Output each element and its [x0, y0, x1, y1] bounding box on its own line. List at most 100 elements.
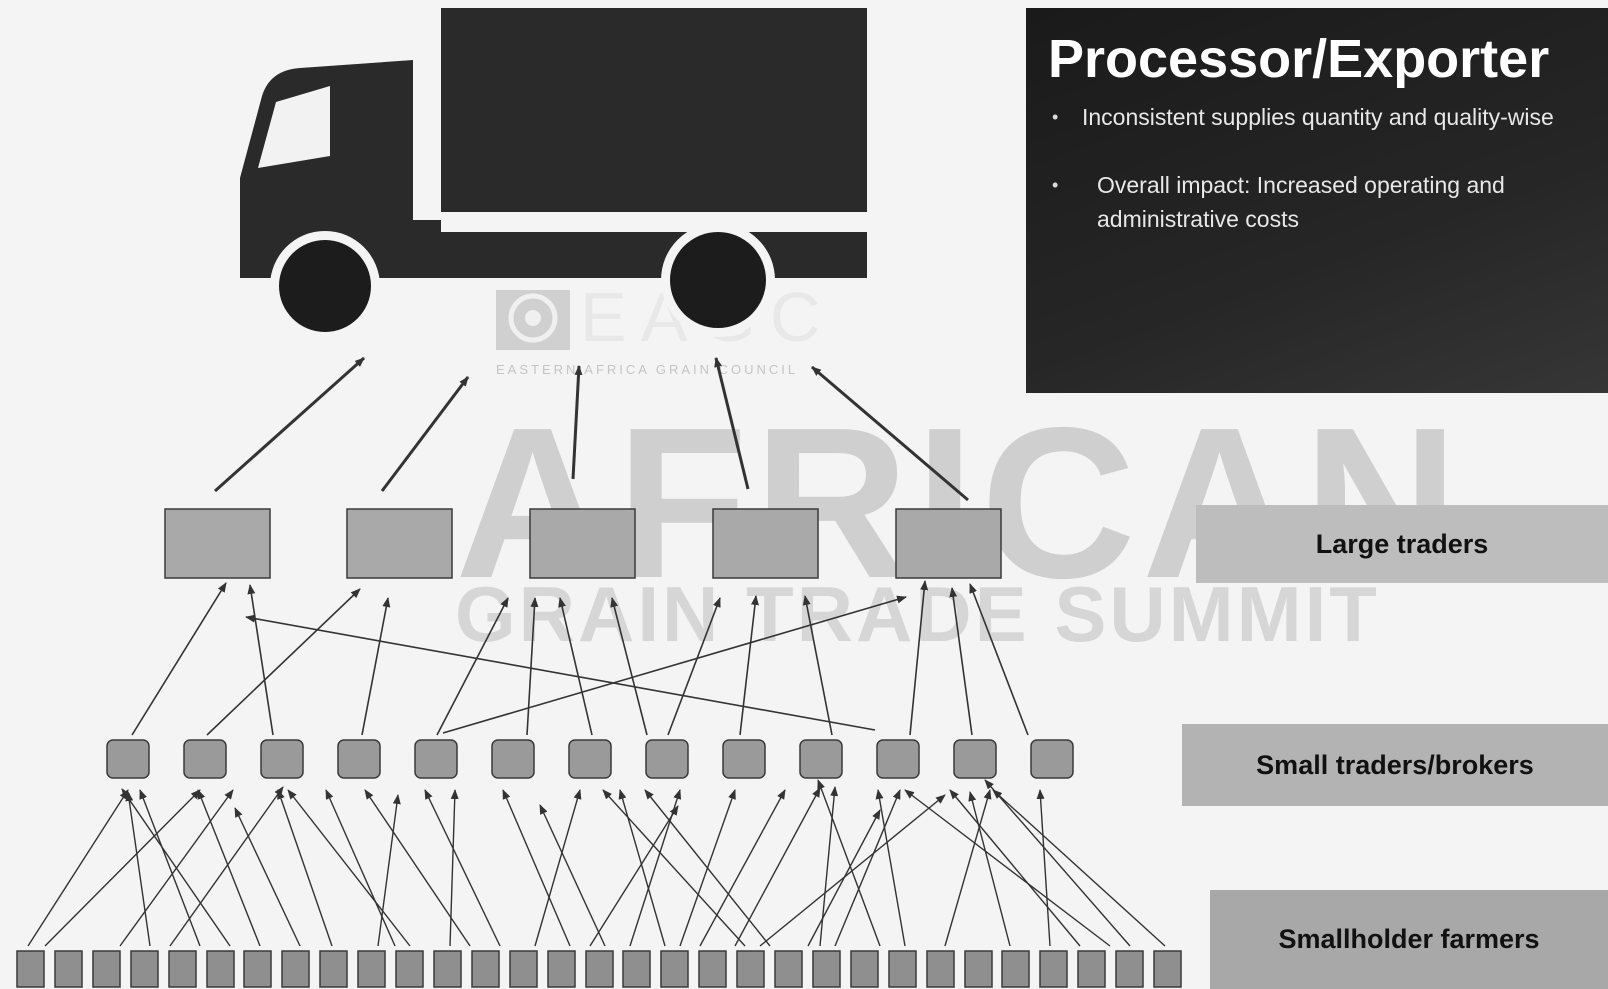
flow-arrow [875, 789, 906, 947]
flow-arrow [121, 788, 231, 947]
flow-arrow [449, 789, 459, 947]
farmer-box [54, 950, 83, 988]
flow-arrow [817, 779, 881, 947]
flow-arrow [909, 580, 929, 736]
tier-label-small-traders: Small traders/brokers [1182, 724, 1608, 806]
flow-arrow [802, 595, 833, 736]
processor-exporter-panel: Processor/Exporter Inconsistent supplies… [1026, 8, 1608, 393]
farmer-box [585, 950, 614, 988]
flow-arrow [502, 789, 571, 947]
farmer-box [1001, 950, 1030, 988]
flow-arrow [571, 365, 583, 480]
watermark-summit: GRAIN TRADE SUMMIT [455, 570, 1380, 658]
farmer-box [357, 950, 386, 988]
flow-arrow [277, 789, 333, 947]
farmer-box [16, 950, 45, 988]
farmer-box [850, 950, 879, 988]
flow-arrow [904, 789, 1111, 947]
flow-arrow [214, 356, 365, 493]
farmer-box [1077, 950, 1106, 988]
farmer-box [888, 950, 917, 988]
flow-arrow [949, 587, 973, 736]
small-trader-box [1030, 739, 1074, 779]
flow-arrow [834, 789, 901, 947]
farmer-box [964, 950, 993, 988]
flow-arrow [234, 807, 301, 947]
boxes-layer [16, 508, 1182, 988]
panel-bullet: Overall impact: Increased operating and … [1042, 168, 1592, 236]
flow-arrow [131, 582, 227, 736]
small-trader-box [876, 739, 920, 779]
flow-arrow [125, 791, 151, 947]
flow-arrow [534, 789, 582, 947]
small-trader-box [568, 739, 612, 779]
flow-arrow [984, 779, 1131, 947]
large-trader-box [529, 508, 636, 579]
farmer-box [243, 950, 272, 988]
farmer-box [130, 950, 159, 988]
small-trader-box [799, 739, 843, 779]
small-trader-box [183, 739, 227, 779]
flow-arrow [944, 789, 992, 947]
large-trader-box [712, 508, 819, 579]
farmer-box [774, 950, 803, 988]
flow-arrow [247, 584, 274, 736]
flow-arrow [44, 789, 201, 947]
farmer-box [736, 950, 765, 988]
flow-arrow [377, 794, 401, 947]
small-trader-box [414, 739, 458, 779]
flow-arrow [558, 597, 593, 736]
farmer-box [206, 950, 235, 988]
tier-label-smallholders: Smallholder farmers [1210, 890, 1608, 989]
flow-arrow [139, 789, 201, 947]
flow-arrow [992, 789, 1166, 947]
flow-arrow [714, 357, 750, 490]
panel-bullet: Inconsistent supplies quantity and quali… [1042, 100, 1592, 134]
farmer-box [319, 950, 348, 988]
flow-arrow [442, 595, 907, 734]
flow-arrow [1036, 789, 1051, 947]
arrows-layer [27, 356, 1166, 947]
small-trader-box [645, 739, 689, 779]
farmer-box [92, 950, 121, 988]
farmer-box [698, 950, 727, 988]
farmer-box [509, 950, 538, 988]
large-trader-box [346, 508, 453, 579]
flow-arrow [968, 791, 1011, 947]
flow-arrow [811, 365, 969, 502]
flow-arrow [602, 789, 746, 947]
flow-arrow [539, 804, 606, 947]
farmer-box [812, 950, 841, 988]
farmer-box [395, 950, 424, 988]
farmer-box [281, 950, 310, 988]
flow-arrow [610, 597, 648, 736]
farmer-box [622, 950, 651, 988]
flow-arrow [287, 789, 411, 947]
flow-arrow [206, 588, 361, 736]
flow-arrow [436, 597, 509, 736]
large-trader-box [895, 508, 1002, 579]
flow-arrow [325, 789, 396, 947]
flow-arrow [364, 789, 471, 947]
farmer-box [547, 950, 576, 988]
farmer-box [1153, 950, 1182, 988]
flow-arrow [424, 789, 501, 947]
farmer-box [926, 950, 955, 988]
flow-arrow [380, 376, 470, 492]
panel-bullets: Inconsistent supplies quantity and quali… [1042, 100, 1592, 236]
flow-arrow [589, 805, 679, 947]
farmer-box [471, 950, 500, 988]
farmer-box [1039, 950, 1068, 988]
flow-arrow [526, 597, 539, 736]
farmer-box [660, 950, 689, 988]
flow-arrow [169, 786, 284, 947]
flow-arrow [949, 789, 1081, 947]
flow-arrow [734, 787, 821, 947]
flow-arrow [739, 595, 759, 736]
flow-arrow [699, 789, 786, 947]
small-trader-box [491, 739, 535, 779]
flow-arrow [644, 789, 771, 947]
panel-title: Processor/Exporter [1048, 29, 1550, 89]
